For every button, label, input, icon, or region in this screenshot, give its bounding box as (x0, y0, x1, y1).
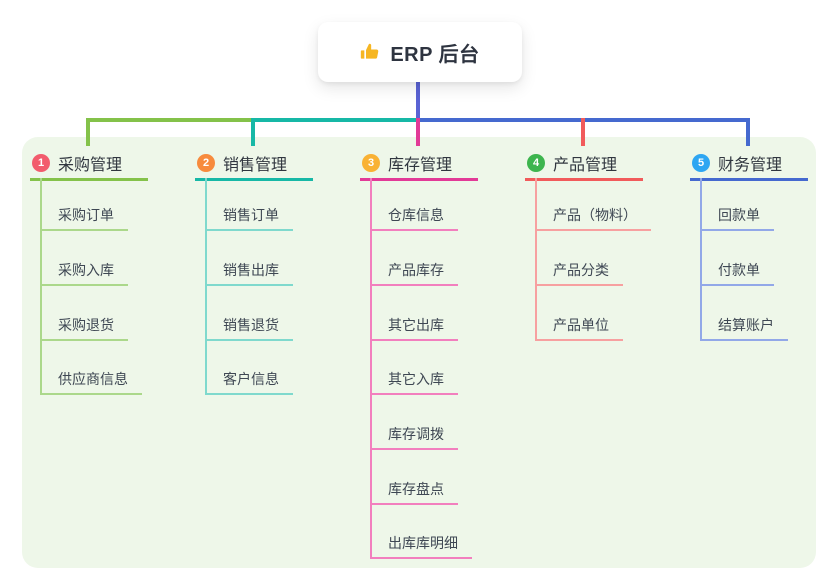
branch-label: 库存管理 (388, 156, 453, 174)
branch-item[interactable]: 采购入库 (40, 256, 128, 286)
branch-label: 产品管理 (553, 156, 618, 174)
branch-header[interactable]: 3 库存管理 (360, 147, 478, 181)
branch-item[interactable]: 库存调拨 (370, 420, 458, 450)
branch-header[interactable]: 1 采购管理 (30, 147, 148, 181)
branch-item[interactable]: 仓库信息 (370, 201, 458, 231)
branches-panel (22, 137, 816, 568)
branch-connector-line (40, 178, 42, 395)
branch-item[interactable]: 其它入库 (370, 365, 458, 395)
branch-item[interactable]: 销售出库 (205, 256, 293, 286)
branch-drop-line (581, 118, 585, 146)
thumbs-up-icon (360, 42, 380, 62)
branch-item[interactable]: 出库库明细 (370, 529, 472, 559)
branch-header[interactable]: 5 财务管理 (690, 147, 808, 181)
branch: 1 采购管理 采购订单采购入库采购退货供应商信息 (30, 0, 190, 588)
spine-segment-left (86, 118, 253, 122)
branch-number-badge: 4 (527, 153, 545, 172)
branch-item[interactable]: 结算账户 (700, 311, 788, 341)
branch-drop-line (746, 118, 750, 146)
branch-item[interactable]: 产品分类 (535, 256, 623, 286)
spine-segment-middle (251, 118, 418, 122)
branch-item[interactable]: 客户信息 (205, 365, 293, 395)
branch: 3 库存管理 仓库信息产品库存其它出库其它入库库存调拨库存盘点出库库明细 (360, 0, 520, 588)
branch-header[interactable]: 2 销售管理 (195, 147, 313, 181)
branch-item[interactable]: 销售退货 (205, 311, 293, 341)
root-title: ERP 后台 (390, 43, 480, 66)
branch-label: 销售管理 (223, 156, 288, 174)
branch: 5 财务管理 回款单付款单结算账户 (690, 0, 839, 588)
branch-label: 财务管理 (718, 156, 783, 174)
branch-drop-line (86, 118, 90, 146)
branch-connector-line (535, 178, 537, 341)
branch-number-badge: 2 (197, 153, 215, 172)
branch-connector-line (700, 178, 702, 341)
branch-item[interactable]: 回款单 (700, 201, 774, 231)
branch-item[interactable]: 采购订单 (40, 201, 128, 231)
branch-drop-line (251, 118, 255, 146)
branch-drop-line (416, 118, 420, 146)
branch-item[interactable]: 销售订单 (205, 201, 293, 231)
branch-item[interactable]: 供应商信息 (40, 365, 142, 395)
branch: 4 产品管理 产品（物料） 产品分类产品单位 (525, 0, 685, 588)
branch-number-badge: 5 (692, 153, 710, 172)
branch-label: 采购管理 (58, 156, 123, 174)
branch-connector-line (205, 178, 207, 395)
branch-item[interactable]: 产品（物料） (535, 201, 651, 231)
branch-item[interactable]: 付款单 (700, 256, 774, 286)
root-node[interactable]: ERP 后台 (318, 22, 522, 82)
branch-item[interactable]: 产品库存 (370, 256, 458, 286)
branch-number-badge: 1 (32, 153, 50, 172)
trunk-line (416, 82, 420, 122)
branch-number-badge: 3 (362, 153, 380, 172)
branch-item[interactable]: 采购退货 (40, 311, 128, 341)
branch: 2 销售管理 销售订单销售出库销售退货客户信息 (195, 0, 355, 588)
branch-item[interactable]: 其它出库 (370, 311, 458, 341)
branch-item[interactable]: 产品单位 (535, 311, 623, 341)
branch-header[interactable]: 4 产品管理 (525, 147, 643, 181)
branch-connector-line (370, 178, 372, 559)
branch-item[interactable]: 库存盘点 (370, 475, 458, 505)
